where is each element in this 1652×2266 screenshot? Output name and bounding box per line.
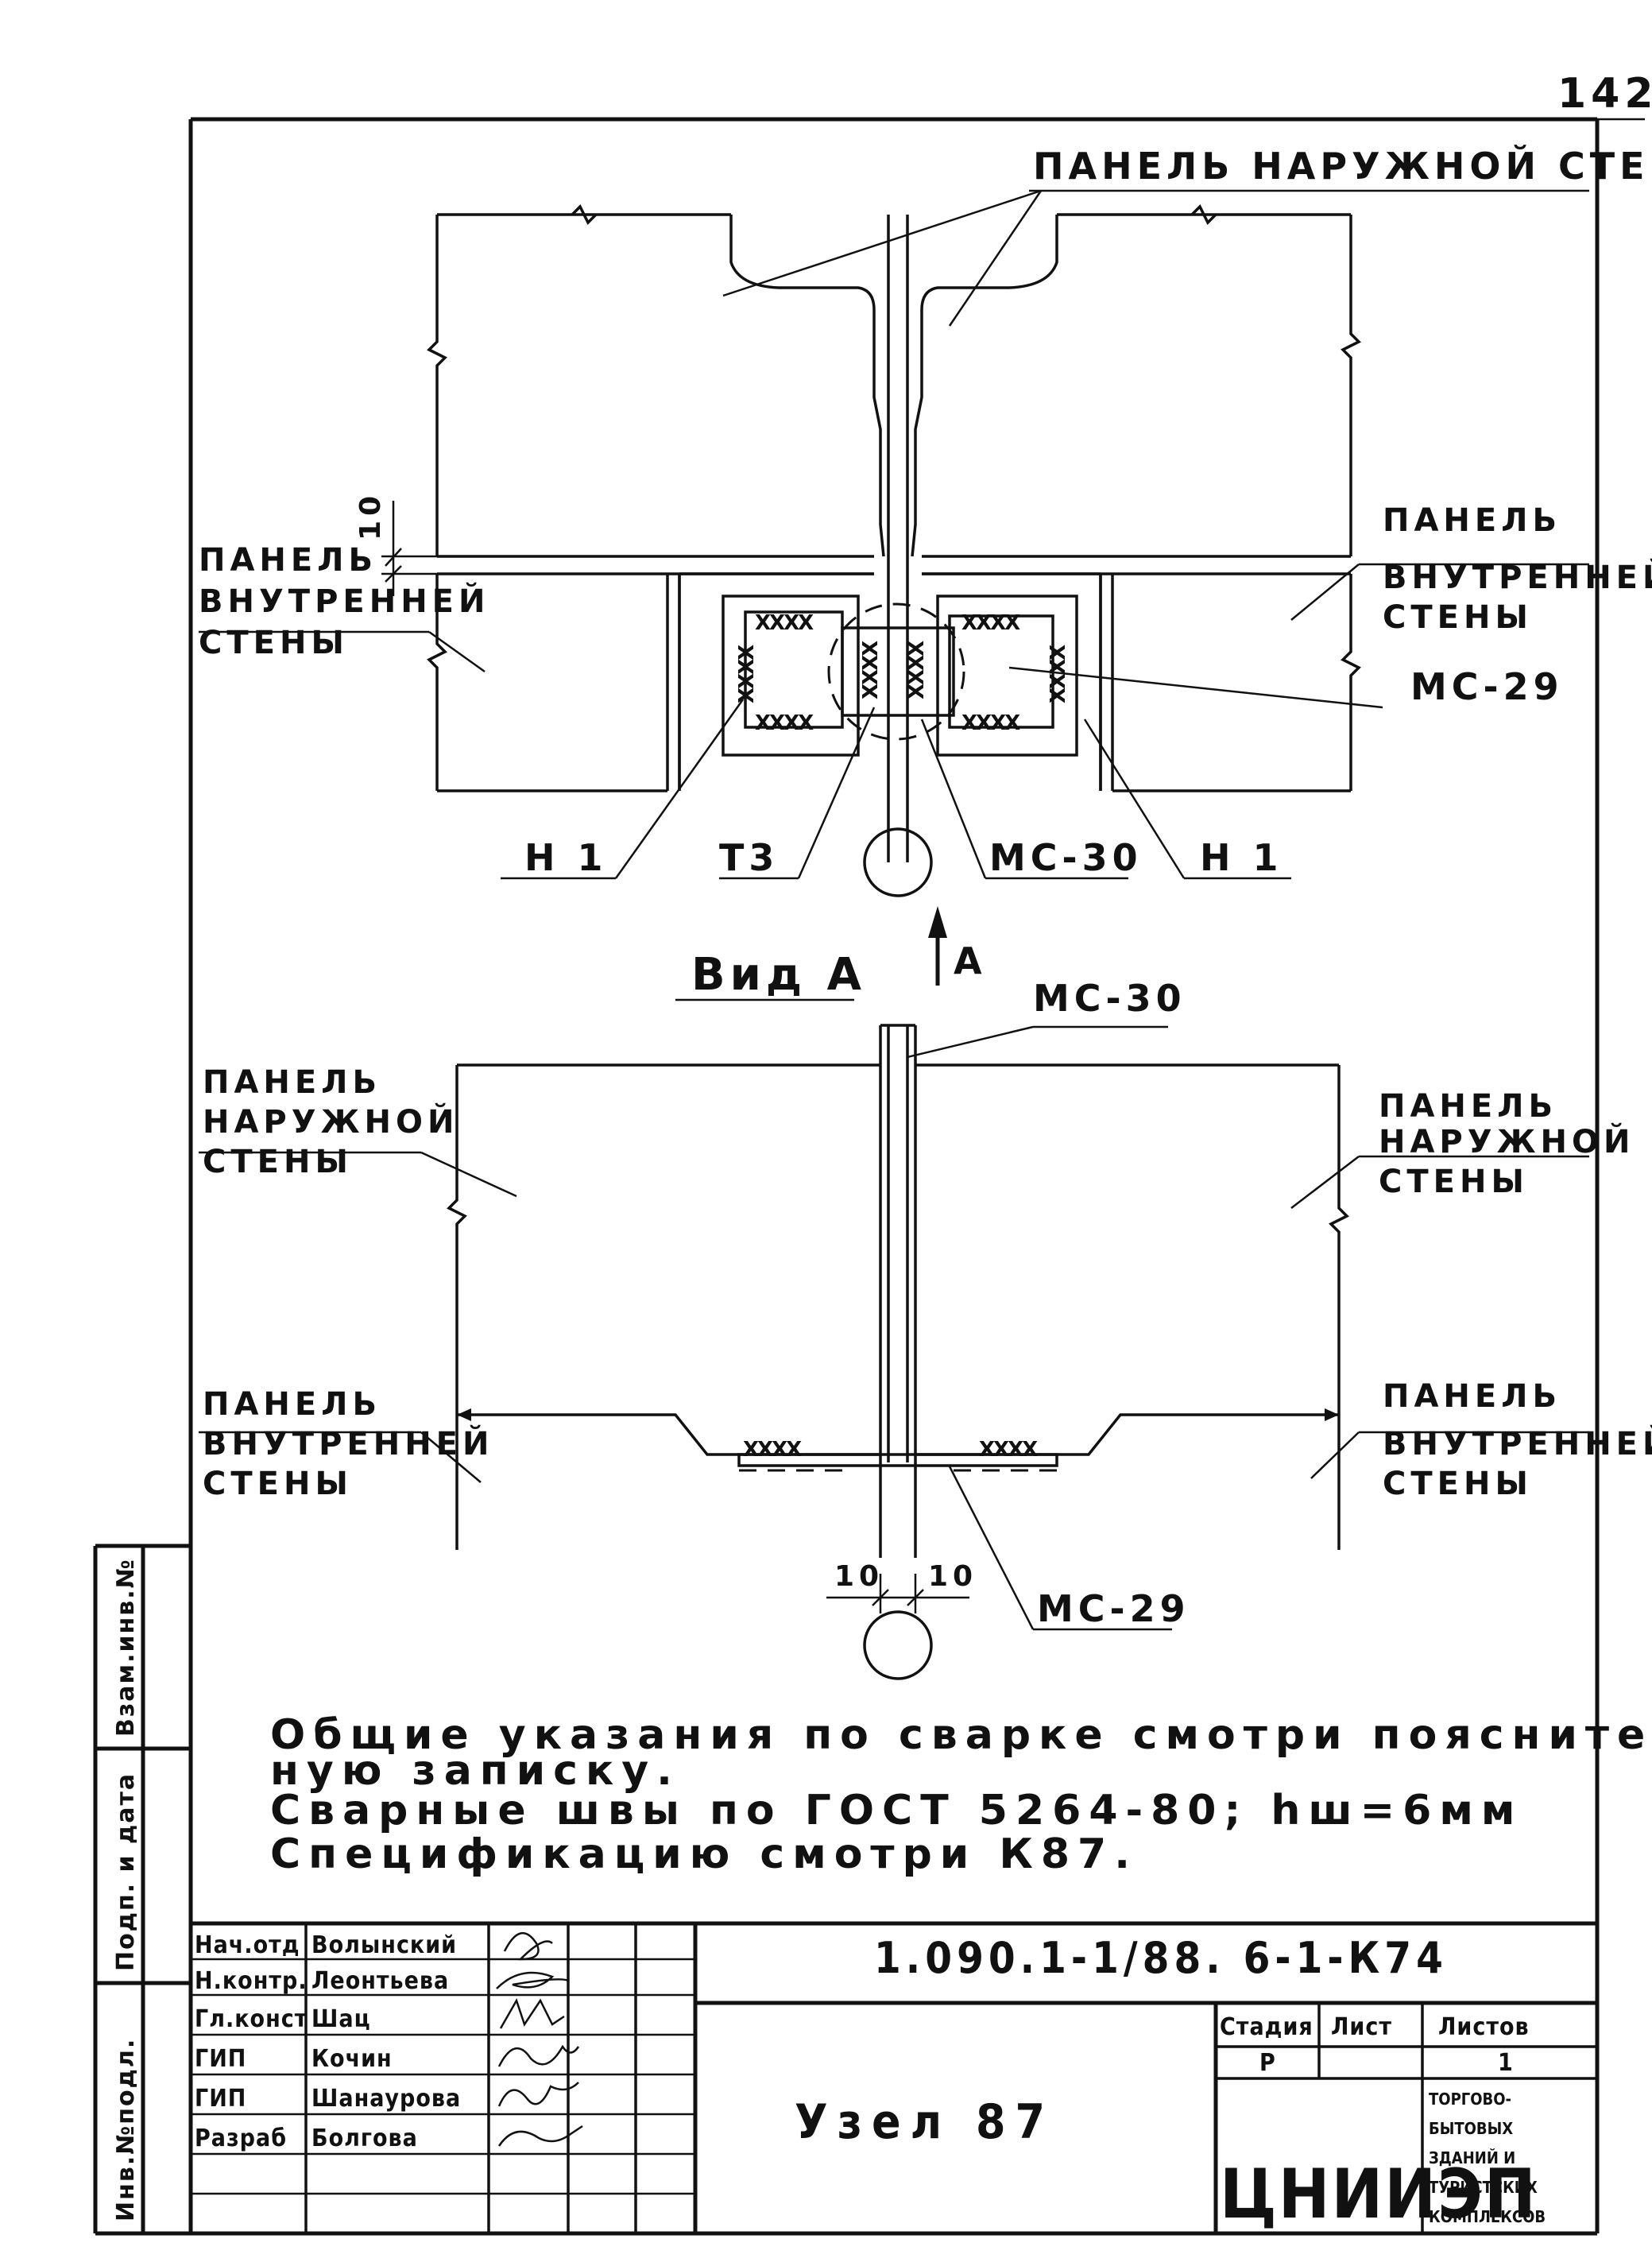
sheet-header: Лист [1331,2013,1392,2041]
drawing-title: Узел 87 [795,2094,1054,2150]
label-outer-wall-right: НАРУЖНОЙ [1379,1122,1635,1160]
top-view-leaders [199,189,1589,986]
label-inner-wall-left: ПАНЕЛЬ [199,542,377,579]
note-line: Спецификацию смотри К87. [270,1830,1138,1878]
org-logo: ЦНИИЭП [1220,2155,1538,2234]
weld-mark: XXXX [859,641,883,699]
label-inner-wall-right-a: ВНУТРЕННЕЙ [1383,1424,1652,1462]
side-stamp [93,1544,191,2233]
org-name-line: БЫТОВЫХ [1429,2119,1513,2138]
org-name-line: КОМПЛЕКСОВ [1429,2207,1546,2226]
label-h1-right: Н 1 [1200,836,1283,879]
weld-mark: XXXX [979,1438,1038,1462]
label-outer-wall-right: ПАНЕЛЬ [1379,1088,1557,1125]
sheet-number: 142 [1557,70,1652,118]
role-label: ГИП [195,2085,246,2113]
role-name: Волынский [311,1931,457,1959]
label-h1-left: Н 1 [524,836,608,879]
side-stamp-replace: Взам.инв.№ [112,1558,140,1737]
label-outer-wall-left: СТЕНЫ [203,1144,353,1180]
side-stamp-inv: Инв.№подл. [112,2038,140,2221]
label-mc30-top: МС-30 [989,836,1143,879]
weld-mark: XXXX [961,611,1020,635]
label-inner-wall-right: ВНУТРЕННЕЙ [1383,558,1652,596]
dim-right: 10 [928,1560,977,1593]
label-outer-wall-left: ПАНЕЛЬ [203,1064,381,1101]
dim-gap: 10 [354,491,387,540]
document-code: 1.090.1-1/88. 6-1-К74 [874,1933,1448,1983]
note-line: Общие указания по сварке смотри поясните… [270,1711,1652,1759]
view-a-title: Вид А [691,949,866,1001]
label-inner-wall-right-a: СТЕНЫ [1383,1466,1533,1502]
label-inner-wall-right: СТЕНЫ [1383,599,1533,636]
org-name-line: ЗДАНИЙ И [1429,2148,1515,2167]
role-name: Шац [311,2005,371,2033]
role-label: Нач.отд [195,1931,300,1959]
sheets-value: 1 [1498,2049,1514,2077]
label-inner-wall-left: ВНУТРЕННЕЙ [199,582,489,620]
label-inner-wall-left-a: ПАНЕЛЬ [203,1386,381,1423]
weld-mark: XXXX [755,711,814,735]
role-name: Шанаурова [311,2085,461,2113]
weld-mark: XXXX [961,711,1020,735]
label-inner-wall-left-a: ВНУТРЕННЕЙ [203,1424,493,1462]
label-inner-wall-right-a: ПАНЕЛЬ [1383,1378,1561,1415]
note-line: ную записку. [270,1747,680,1795]
view-arrow-label: А [954,939,987,982]
weld-mark: XXXX [755,611,814,635]
signature-scribbles [496,1931,583,2147]
dim-left: 10 [834,1560,884,1593]
org-name-line: ТОРГОВО- [1429,2090,1511,2109]
side-stamp-sign: Подп. и дата [112,1772,140,1971]
label-inner-wall-right: ПАНЕЛЬ [1383,502,1561,539]
sheet-frame [95,117,1645,2236]
label-outer-wall: ПАНЕЛЬ НАРУЖНОЙ СТЕНЫ [1033,145,1652,188]
top-view [381,204,1361,897]
label-mc29-top: МС-29 [1410,665,1564,708]
title-block-grid [191,1921,1597,2233]
role-label: Н.контр. [195,1967,308,1995]
role-name: Кочин [311,2045,393,2073]
label-outer-wall-right: СТЕНЫ [1379,1164,1529,1200]
org-name-line: ТУРИСТСКИХ [1429,2178,1538,2197]
role-label: Разраб [195,2125,287,2152]
role-name: Болгова [311,2125,418,2152]
label-inner-wall-left-a: СТЕНЫ [203,1466,353,1502]
stage-value: Р [1259,2049,1276,2077]
note-line: Сварные швы по ГОСТ 5264-80; hш=6мм [270,1787,1522,1834]
weld-mark: XXXX [735,645,759,703]
stage-header: Стадия [1220,2013,1313,2041]
role-name: Леонтьева [311,1967,449,1995]
label-mc30-view-a: МС-30 [1033,977,1186,1020]
label-inner-wall-left: СТЕНЫ [199,625,349,661]
view-a-drawing [199,1024,1589,1680]
sheets-header: Листов [1438,2013,1530,2041]
role-label: ГИП [195,2045,246,2073]
label-t3: Т3 [719,836,779,879]
label-outer-wall-left: НАРУЖНОЙ [203,1102,459,1141]
weld-mark: XXXX [743,1438,802,1462]
label-mc29-view-a: МС-29 [1037,1587,1190,1630]
weld-mark: XXXX [905,641,929,699]
role-label: Гл.конст [195,2005,308,2033]
